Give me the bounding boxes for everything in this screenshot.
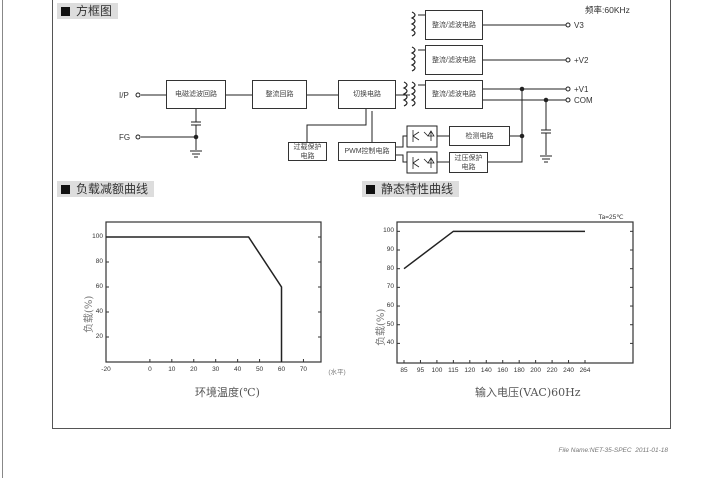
section-title: 静态特性曲线 — [381, 182, 454, 196]
y-tick-label: 80 — [95, 258, 103, 265]
x-tick-label: 100 — [431, 367, 443, 374]
x-tick-label: 240 — [563, 367, 574, 374]
x-tick-label: 85 — [400, 367, 408, 374]
x-tick-label: 180 — [513, 367, 525, 374]
optocoupler-icon — [407, 126, 437, 147]
x-axis-label: 环境温度(℃) — [195, 386, 260, 399]
input-label: I/P — [119, 91, 129, 100]
x-tick-label: 140 — [480, 367, 492, 374]
output-v2: +V2 — [574, 56, 589, 65]
y-tick-label: 80 — [386, 264, 394, 272]
file-date: 2011-01-18 — [635, 447, 668, 454]
section-title: 负载减额曲线 — [76, 182, 149, 196]
overload-protect-block: 过载保护电路 — [288, 142, 327, 161]
section-static: 静态特性曲线 — [362, 181, 460, 197]
emi-filter-block: 电磁滤波回路 — [166, 80, 226, 109]
y-axis-label: 负载(%) — [84, 295, 95, 333]
overvoltage-protect-block: 过压保护电路 — [449, 152, 488, 173]
file-name: File Name:NET-35-SPEC — [558, 447, 632, 454]
rectifier-block: 整流回路 — [252, 80, 307, 109]
output-v3: V3 — [574, 21, 584, 30]
x-axis-label: 输入电压(VAC)60Hz — [475, 386, 581, 399]
y-tick-label: 100 — [92, 233, 103, 240]
y-tick-label: 40 — [386, 339, 394, 347]
y-tick-label: 70 — [386, 283, 394, 291]
ta-annotation: Ta=25℃ — [598, 214, 624, 221]
ground-icon — [540, 153, 552, 165]
x-tick-label: 95 — [416, 367, 425, 374]
rect-filter-v1-block: 整流/滤波电路 — [425, 80, 483, 109]
x-tick-label: 60 — [277, 366, 286, 373]
x-tick-label: 220 — [546, 367, 558, 374]
x-tick-label: 115 — [448, 367, 459, 374]
rect-filter-v3-block: 整流/滤波电路 — [425, 10, 483, 40]
x-tick-label: 70 — [299, 366, 308, 373]
ground-icon — [190, 148, 202, 160]
y-tick-label: 20 — [95, 333, 103, 340]
x-tick-label: 0 — [148, 366, 152, 373]
y-axis-label: 负载(%) — [376, 308, 387, 346]
diagram-wiring — [135, 11, 571, 174]
y-tick-label: 50 — [386, 320, 394, 328]
x-tick-label: 30 — [212, 366, 220, 373]
switching-block: 切换电路 — [338, 80, 396, 109]
section-title: 方框图 — [76, 4, 113, 18]
fg-label: FG — [119, 133, 131, 142]
page-edge — [2, 0, 3, 478]
y-tick-label: 90 — [386, 246, 394, 253]
pwm-control-block: PWM控制电路 — [338, 142, 396, 161]
y-tick-label: 60 — [386, 302, 394, 310]
x-tick-label: 50 — [255, 366, 264, 373]
x-tick-label: 264 — [579, 367, 591, 374]
x-unit-label: (水平) — [328, 369, 346, 376]
rect-filter-v2-block: 整流/滤波电路 — [425, 45, 483, 75]
x-tick-label: 160 — [497, 367, 509, 374]
output-com: COM — [574, 96, 593, 105]
detection-block: 检测电路 — [449, 126, 510, 146]
x-tick-label: 10 — [168, 366, 176, 373]
x-tick-label: 20 — [190, 366, 198, 373]
spec-frame — [52, 0, 671, 429]
output-v1: +V1 — [574, 85, 589, 94]
x-tick-label: 40 — [234, 366, 242, 373]
section-derating: 负载减额曲线 — [57, 181, 155, 197]
x-tick-label: 200 — [530, 367, 542, 374]
frequency-label: 频率:60KHz — [585, 5, 630, 15]
footer: File Name:NET-35-SPEC 2011-01-18 — [559, 447, 669, 454]
x-tick-label: 120 — [464, 367, 476, 374]
optocoupler-icon — [407, 152, 437, 173]
y-tick-label: 100 — [383, 227, 394, 235]
y-tick-label: 40 — [95, 308, 103, 315]
x-tick-label: -20 — [101, 366, 111, 373]
y-tick-label: 60 — [95, 283, 103, 290]
section-block-diagram: 方框图 — [57, 3, 119, 19]
